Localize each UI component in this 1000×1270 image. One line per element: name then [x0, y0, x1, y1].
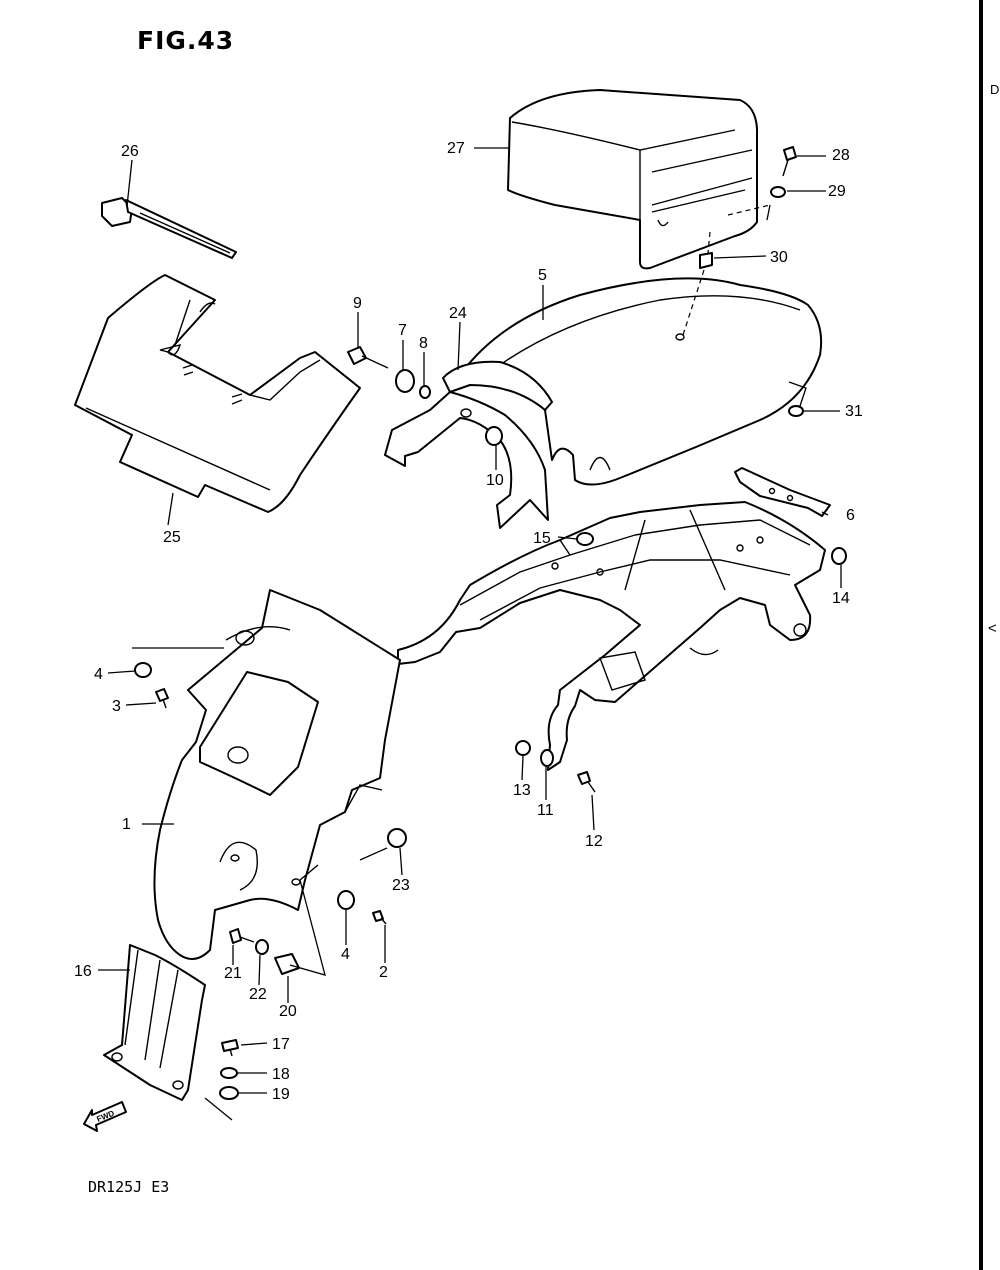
- label-part-7: 7: [398, 322, 407, 339]
- rear-subframe-drawing: [397, 501, 826, 771]
- mudflap-plate-drawing: [74, 274, 361, 513]
- rear-mudflap-drawing: [103, 944, 206, 1101]
- label-part-2: 2: [379, 964, 388, 981]
- part-labels: 26 27 28 29 30 5 24 9 7 8 10 31 6 15 14 …: [74, 140, 863, 1103]
- label-part-13: 13: [513, 782, 531, 799]
- label-part-22: 22: [249, 986, 267, 1003]
- label-part-4-lower: 4: [341, 946, 350, 963]
- label-part-18: 18: [272, 1066, 290, 1083]
- label-part-6: 6: [846, 507, 855, 524]
- cable-strap-drawing: [101, 197, 237, 259]
- label-part-17: 17: [272, 1036, 290, 1053]
- model-code: DR125J E3: [88, 1178, 170, 1196]
- label-part-30: 30: [770, 249, 788, 266]
- label-part-8: 8: [419, 335, 428, 352]
- label-part-23: 23: [392, 877, 410, 894]
- leader-lines: [98, 147, 842, 1121]
- label-part-28: 28: [832, 147, 850, 164]
- label-part-1: 1: [122, 816, 131, 833]
- page-edge-bar: [979, 0, 983, 1270]
- label-part-16: 16: [74, 963, 92, 980]
- label-part-25: 25: [163, 529, 181, 546]
- bracket-drawing: [734, 467, 831, 517]
- label-part-4-upper: 4: [94, 666, 103, 683]
- label-part-11: 11: [537, 802, 554, 819]
- label-part-15: 15: [533, 530, 551, 547]
- hardware-drawings: [134, 146, 847, 1100]
- label-part-27: 27: [447, 140, 465, 157]
- label-part-3: 3: [112, 698, 121, 715]
- seat-cushion-drawing: [507, 89, 759, 270]
- label-part-5: 5: [538, 267, 547, 284]
- label-part-26: 26: [121, 143, 139, 160]
- figure-title: FIG.43: [137, 26, 235, 55]
- label-part-9: 9: [353, 295, 362, 312]
- exploded-diagram: FWD: [74, 89, 863, 1132]
- label-part-12: 12: [585, 833, 603, 850]
- fender-front-piece-drawing: [384, 360, 553, 529]
- edge-text-mid: <: [988, 620, 997, 637]
- lower-mudguard-drawing: [153, 589, 401, 960]
- label-part-21: 21: [224, 965, 242, 982]
- label-part-29: 29: [828, 183, 846, 200]
- rear-fender-drawing: [459, 277, 823, 486]
- label-part-31: 31: [845, 403, 863, 420]
- label-part-20: 20: [279, 1003, 297, 1020]
- label-part-24: 24: [449, 305, 467, 322]
- label-part-10: 10: [486, 472, 504, 489]
- fwd-arrow: FWD: [83, 1101, 127, 1132]
- label-part-14: 14: [832, 590, 850, 607]
- label-part-19: 19: [272, 1086, 290, 1103]
- edge-text-top: D: [990, 82, 1000, 97]
